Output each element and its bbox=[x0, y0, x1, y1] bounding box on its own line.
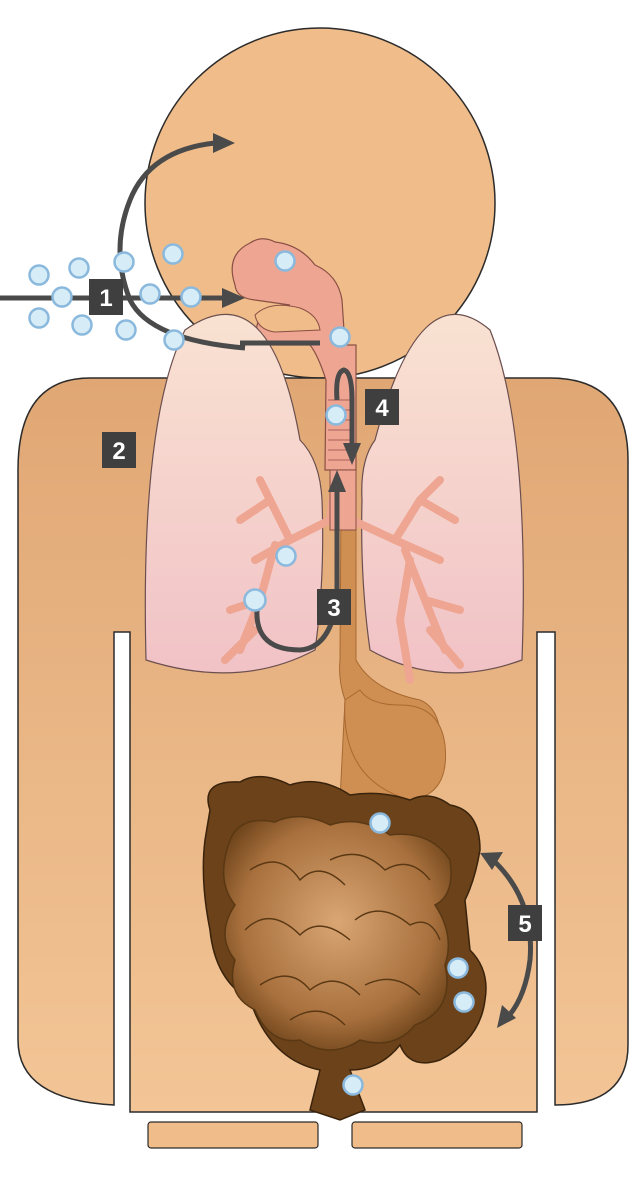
particle-icon bbox=[276, 252, 295, 271]
particle-icon bbox=[73, 316, 92, 335]
particle-icon bbox=[53, 288, 72, 307]
particle-icon bbox=[245, 590, 266, 611]
particle-icon bbox=[141, 285, 160, 304]
particle-icon bbox=[331, 328, 350, 347]
step-3-badge: 3 bbox=[317, 589, 351, 625]
particle-icon bbox=[449, 959, 468, 978]
right-foot bbox=[352, 1122, 522, 1148]
particle-icon bbox=[455, 993, 474, 1012]
small-intestine bbox=[224, 817, 451, 1050]
step-5-badge: 5 bbox=[508, 905, 542, 941]
particle-icon bbox=[165, 331, 184, 350]
step-2-label: 2 bbox=[112, 438, 125, 465]
particle-icon bbox=[115, 253, 134, 272]
step-4-badge: 4 bbox=[365, 389, 399, 425]
step-5-label: 5 bbox=[518, 911, 531, 938]
particle-icon bbox=[371, 814, 390, 833]
step-1-label: 1 bbox=[99, 285, 112, 312]
step-3-label: 3 bbox=[327, 595, 340, 622]
particle-icon bbox=[327, 406, 346, 425]
particle-icon bbox=[30, 266, 49, 285]
step-4-label: 4 bbox=[375, 395, 389, 422]
right-lung bbox=[362, 314, 524, 673]
particle-icon bbox=[164, 245, 183, 264]
particle-icon bbox=[70, 259, 89, 278]
particle-icon bbox=[277, 547, 296, 566]
particle-icon bbox=[30, 309, 49, 328]
particle-icon bbox=[344, 1076, 363, 1095]
step-1-badge: 1 bbox=[89, 279, 123, 315]
left-foot bbox=[148, 1122, 318, 1148]
particle-icon bbox=[117, 321, 136, 340]
step-2-badge: 2 bbox=[102, 432, 136, 468]
particle-icon bbox=[182, 288, 201, 307]
